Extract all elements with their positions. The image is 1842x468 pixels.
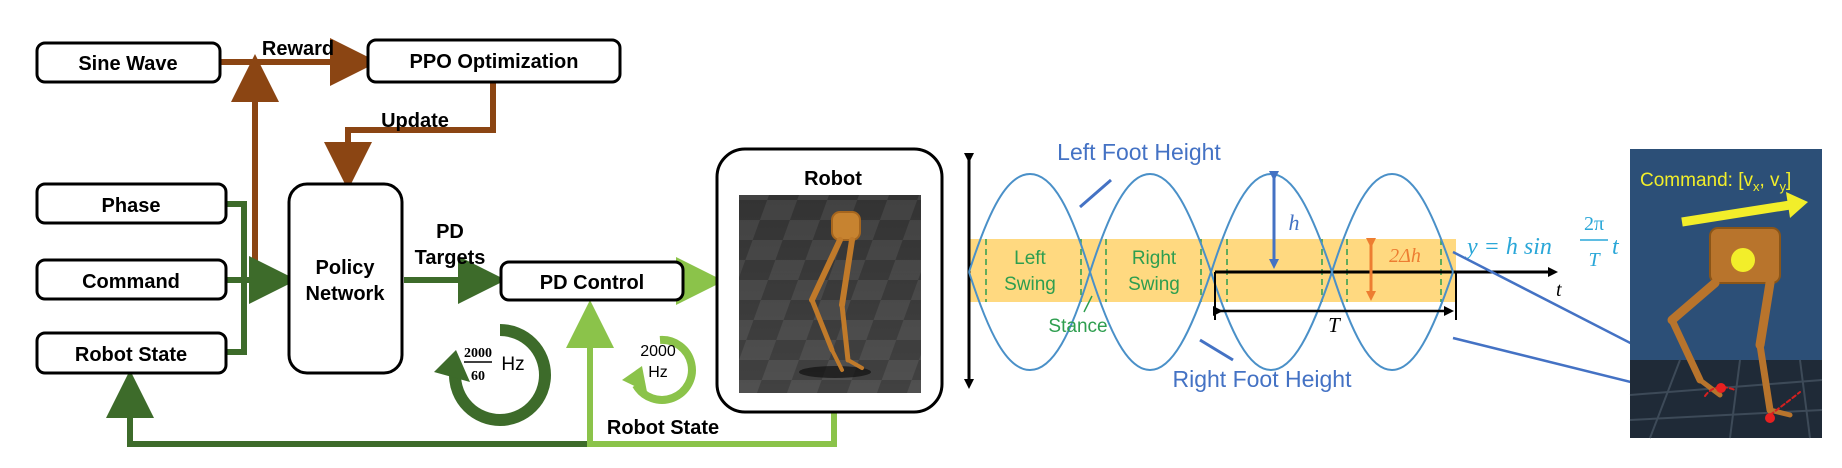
robot-render-image <box>739 195 921 393</box>
pd-targets-label-line1: PD <box>436 221 464 243</box>
policy-rate-numerator: 2000 <box>464 346 492 361</box>
pd-targets-label-line2: Targets <box>415 247 486 269</box>
h-label: h <box>1289 210 1300 235</box>
sine-formula: y = h sin 2π T t <box>1465 213 1620 271</box>
left-swing-line1: Left <box>1014 248 1046 269</box>
pd-rate-numerator: 2000 <box>640 343 676 360</box>
right-swing-line2: Swing <box>1128 274 1180 295</box>
phase-node: Phase <box>35 182 228 225</box>
velocity-arrow <box>1681 200 1791 227</box>
left-swing-line2: Swing <box>1004 274 1056 295</box>
period-label: T <box>1328 313 1341 337</box>
reward-edge <box>220 38 378 282</box>
stance-label: Stance <box>1048 316 1107 337</box>
command-label: Command <box>82 271 180 293</box>
sine-wave-node: Sine Wave <box>35 41 222 84</box>
left-foot-height-label: Left Foot Height <box>1057 139 1221 165</box>
update-edge <box>324 80 496 190</box>
robot-state-feedback-edge <box>106 370 590 447</box>
formula-lhs: y = h sin <box>1465 234 1552 260</box>
robot-node: Robot <box>715 147 944 414</box>
ppo-node: PPO Optimization <box>366 38 622 84</box>
right-foot-pointer <box>1199 338 1234 362</box>
robot-to-pd-edge <box>566 300 837 447</box>
pd-control-node: PD Control <box>499 260 685 302</box>
phase-label: Phase <box>102 195 161 217</box>
robot-state-node: Robot State <box>35 331 228 375</box>
policy-rate-cycle-icon: 2000 60 Hz <box>434 324 551 426</box>
command-robot-image <box>1667 227 1801 423</box>
right-foot-height-label: Right Foot Height <box>1173 366 1353 392</box>
stance-pointer <box>1083 295 1093 313</box>
left-foot-pointer <box>1079 178 1112 209</box>
two-delta-h-label: 2Δh <box>1389 245 1421 267</box>
policy-label-line2: Network <box>306 283 386 305</box>
reward-label: Reward <box>262 38 334 60</box>
sine-wave-label: Sine Wave <box>78 53 177 75</box>
ppo-label: PPO Optimization <box>410 51 579 73</box>
pd-rate-cycle-icon: 2000 Hz <box>622 335 696 404</box>
right-foot-height-curve <box>968 172 1454 372</box>
robot-label: Robot <box>804 168 862 190</box>
policy-network-node: Policy Network <box>287 182 404 375</box>
command-panel: Command: [vx, vy] <box>1629 149 1823 439</box>
policy-label-line1: Policy <box>316 257 376 279</box>
policy-rate-denominator: 60 <box>471 369 485 384</box>
robot-state-label: Robot State <box>75 344 187 366</box>
policy-rate-unit: Hz <box>501 354 524 375</box>
command-panel-label: Command: [vx, vy] <box>1640 170 1791 194</box>
inputs-edge <box>226 201 297 355</box>
pd-rate-unit: Hz <box>648 364 668 381</box>
command-node: Command <box>35 258 228 301</box>
update-label: Update <box>381 110 449 132</box>
formula-numerator: 2π <box>1584 213 1604 235</box>
pd-control-label: PD Control <box>540 272 644 294</box>
phase-plot: t Left Foot Height Right Foot Height Lef… <box>964 139 1771 420</box>
t-axis-label: t <box>1556 279 1562 301</box>
formula-t: t <box>1612 234 1620 260</box>
right-swing-line1: Right <box>1132 248 1177 269</box>
formula-denominator: T <box>1588 249 1601 271</box>
robot-state-feedback-label: Robot State <box>607 417 719 439</box>
